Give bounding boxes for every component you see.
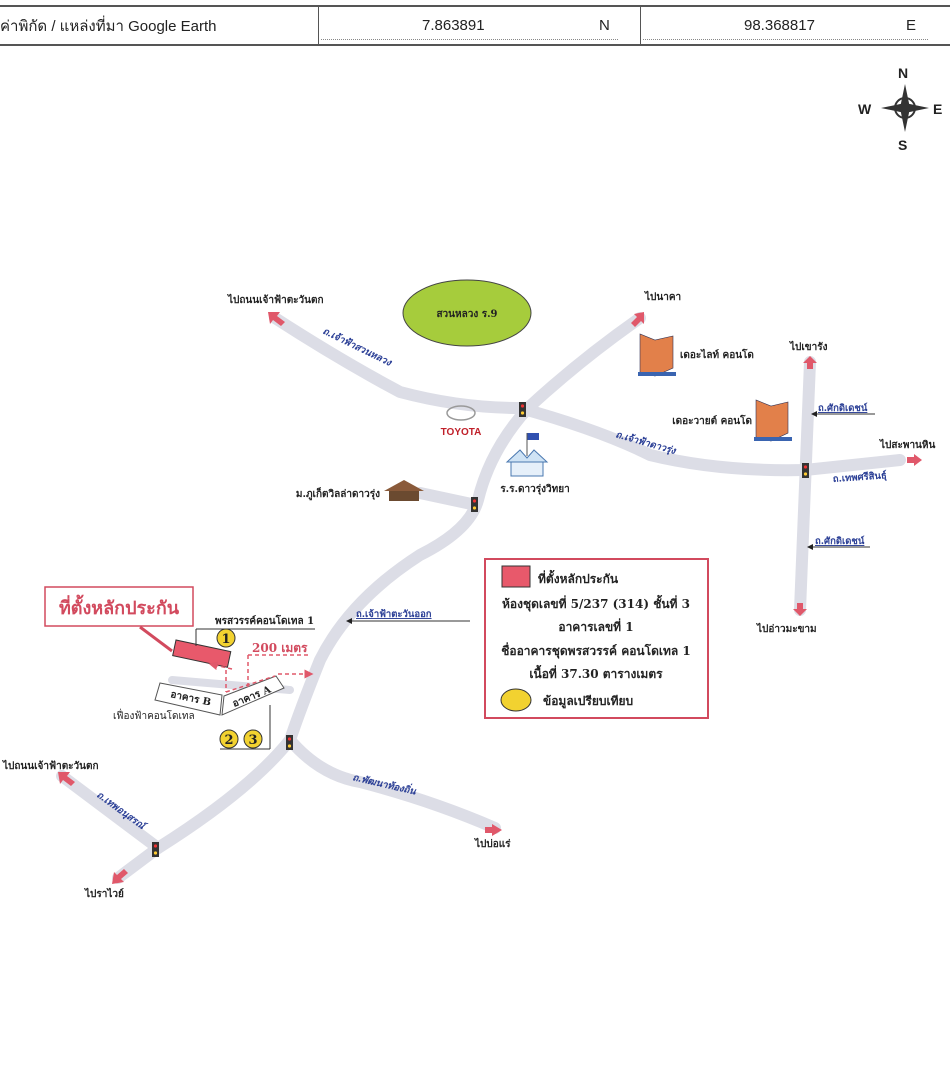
svg-text:3: 3 bbox=[248, 733, 257, 748]
fuengfah-condotel-label: เฟื่องฟ้าคอนโดเทล bbox=[113, 708, 195, 722]
svg-text:2: 2 bbox=[224, 733, 233, 748]
distance-label: 200 เมตร bbox=[252, 641, 308, 655]
direction-nw-bottom: ไปถนนเจ้าฟ้าตะวันตก bbox=[2, 759, 99, 772]
direction-saphan-hin: ไปสะพานหิน bbox=[879, 438, 935, 451]
school-icon bbox=[505, 433, 549, 477]
legend-collateral: ที่ตั้งหลักประกัน bbox=[538, 569, 619, 586]
legend-comparable-swatch bbox=[500, 688, 532, 712]
collateral-callout-box bbox=[44, 586, 194, 627]
coordinate-source-label: ค่าพิกัด / แหล่งที่มา Google Earth bbox=[0, 17, 217, 35]
legend-building-name: ชื่ออาคารชุดพรสวรรค์ คอนโดเทล 1 bbox=[501, 642, 691, 659]
road-label-sakdidet-top: ถ.ศักดิเดชน์ bbox=[818, 402, 868, 414]
arrow-ao-makham-icon bbox=[793, 603, 807, 616]
direction-nakha: ไปนาคา bbox=[644, 290, 681, 303]
school-label: ร.ร.ดาวรุ่งวิทยา bbox=[500, 483, 569, 495]
legend-box: ที่ตั้งหลักประกัน ห้องชุดเลขที่ 5/237 (3… bbox=[484, 558, 709, 719]
park-label: สวนหลวง ร.9 bbox=[436, 309, 497, 320]
village-house-icon bbox=[384, 480, 424, 501]
legend-comparables: ข้อมูลเปรียบเทียบ bbox=[543, 694, 633, 709]
traffic-light-icon bbox=[152, 842, 159, 857]
collateral-callout-label: ที่ตั้งหลักประกัน bbox=[59, 594, 180, 619]
coordinate-source-cell: ค่าพิกัด / แหล่งที่มา Google Earth bbox=[0, 7, 319, 44]
direction-nw-top: ไปถนนเจ้าฟ้าตะวันตก bbox=[227, 293, 324, 306]
traffic-light-icon bbox=[471, 497, 478, 512]
direction-ao-makham: ไปอ่าวมะขาม bbox=[756, 622, 817, 635]
phonsawan-condotel-label: พรสวรรค์คอนโดเทล 1 bbox=[215, 614, 314, 627]
condo-building-icon bbox=[754, 399, 792, 442]
legend-building-no: อาคารเลขที่ 1 bbox=[558, 618, 633, 634]
the-light-condo-label: เดอะไลท์ คอนโด bbox=[680, 348, 754, 361]
arrow-bo-rae-icon bbox=[485, 824, 502, 836]
arrow-nakha-icon bbox=[631, 312, 644, 327]
traffic-light-icon bbox=[802, 463, 809, 478]
toyota-logo-icon bbox=[446, 405, 476, 421]
arrow-rawai-icon bbox=[112, 869, 128, 884]
compass-s: S bbox=[898, 137, 907, 153]
collateral-building-shape bbox=[172, 639, 232, 668]
traffic-lights bbox=[152, 402, 809, 857]
comparable-marker-2: 2 bbox=[219, 729, 239, 749]
compass-e: E bbox=[933, 101, 942, 117]
village-label: ม.ภูเก็ตวิลล่าดาวรุ่ง bbox=[296, 486, 380, 501]
coordinates-row: ค่าพิกัด / แหล่งที่มา Google Earth 7.863… bbox=[0, 5, 950, 46]
compass-w: W bbox=[858, 101, 872, 117]
comparable-marker-3: 3 bbox=[243, 729, 263, 749]
direction-rawai: ไปราไวย์ bbox=[84, 887, 124, 900]
traffic-light-icon bbox=[519, 402, 526, 417]
the-white-condo-label: เดอะวายต์ คอนโด bbox=[672, 414, 752, 427]
road-main-spine bbox=[112, 312, 646, 884]
latitude-value: 7.863891 bbox=[422, 17, 485, 34]
legend-area: เนื้อที่ 37.30 ตารางเมตร bbox=[529, 664, 663, 681]
building-b-shape bbox=[154, 682, 223, 716]
road-label-sakdidet-bottom: ถ.ศักดิเดชน์ bbox=[815, 535, 865, 547]
svg-text:1: 1 bbox=[221, 632, 230, 647]
latitude-cell: 7.863891 N bbox=[319, 7, 641, 44]
road-thepanusorn bbox=[56, 770, 164, 854]
traffic-light-icon bbox=[286, 735, 293, 750]
direction-arrows bbox=[58, 312, 922, 884]
latitude-direction: N bbox=[599, 17, 610, 34]
arrow-nw-bottom-icon bbox=[58, 772, 75, 786]
road-sakdidet bbox=[794, 356, 816, 616]
compass-rose: N S E W bbox=[858, 65, 942, 153]
comparable-marker-1: 1 bbox=[216, 628, 236, 648]
longitude-cell: 98.368817 E bbox=[641, 7, 950, 44]
toyota-label: TOYOTA bbox=[441, 427, 482, 438]
longitude-direction: E bbox=[906, 17, 917, 34]
road-label-chaofa-east: ถ.เจ้าฟ้าตะวันออก bbox=[356, 608, 432, 620]
road-phatthana bbox=[284, 734, 501, 834]
distance-path bbox=[208, 654, 314, 693]
direction-bo-rae: ไปบ่อแร่ bbox=[474, 837, 511, 850]
compass-n: N bbox=[898, 65, 908, 81]
legend-unit: ห้องชุดเลขที่ 5/237 (314) ชั้นที่ 3 bbox=[502, 594, 690, 612]
arrow-khao-rang-icon bbox=[803, 356, 817, 369]
arrow-nw-top-icon bbox=[268, 312, 285, 326]
arrow-saphan-hin-icon bbox=[907, 454, 922, 466]
road-label-thepkrasattri: ถ.เทพศรีสินธุ์ bbox=[832, 469, 887, 485]
roads bbox=[56, 312, 906, 884]
building-a-shape bbox=[221, 675, 285, 716]
road-village bbox=[414, 487, 482, 511]
legend-collateral-swatch bbox=[501, 565, 531, 588]
longitude-value: 98.368817 bbox=[744, 17, 815, 34]
park-shape bbox=[402, 279, 532, 347]
direction-khao-rang: ไปเขารัง bbox=[789, 340, 828, 353]
callout-pointer bbox=[139, 625, 173, 653]
condo-building-icon bbox=[638, 333, 676, 377]
